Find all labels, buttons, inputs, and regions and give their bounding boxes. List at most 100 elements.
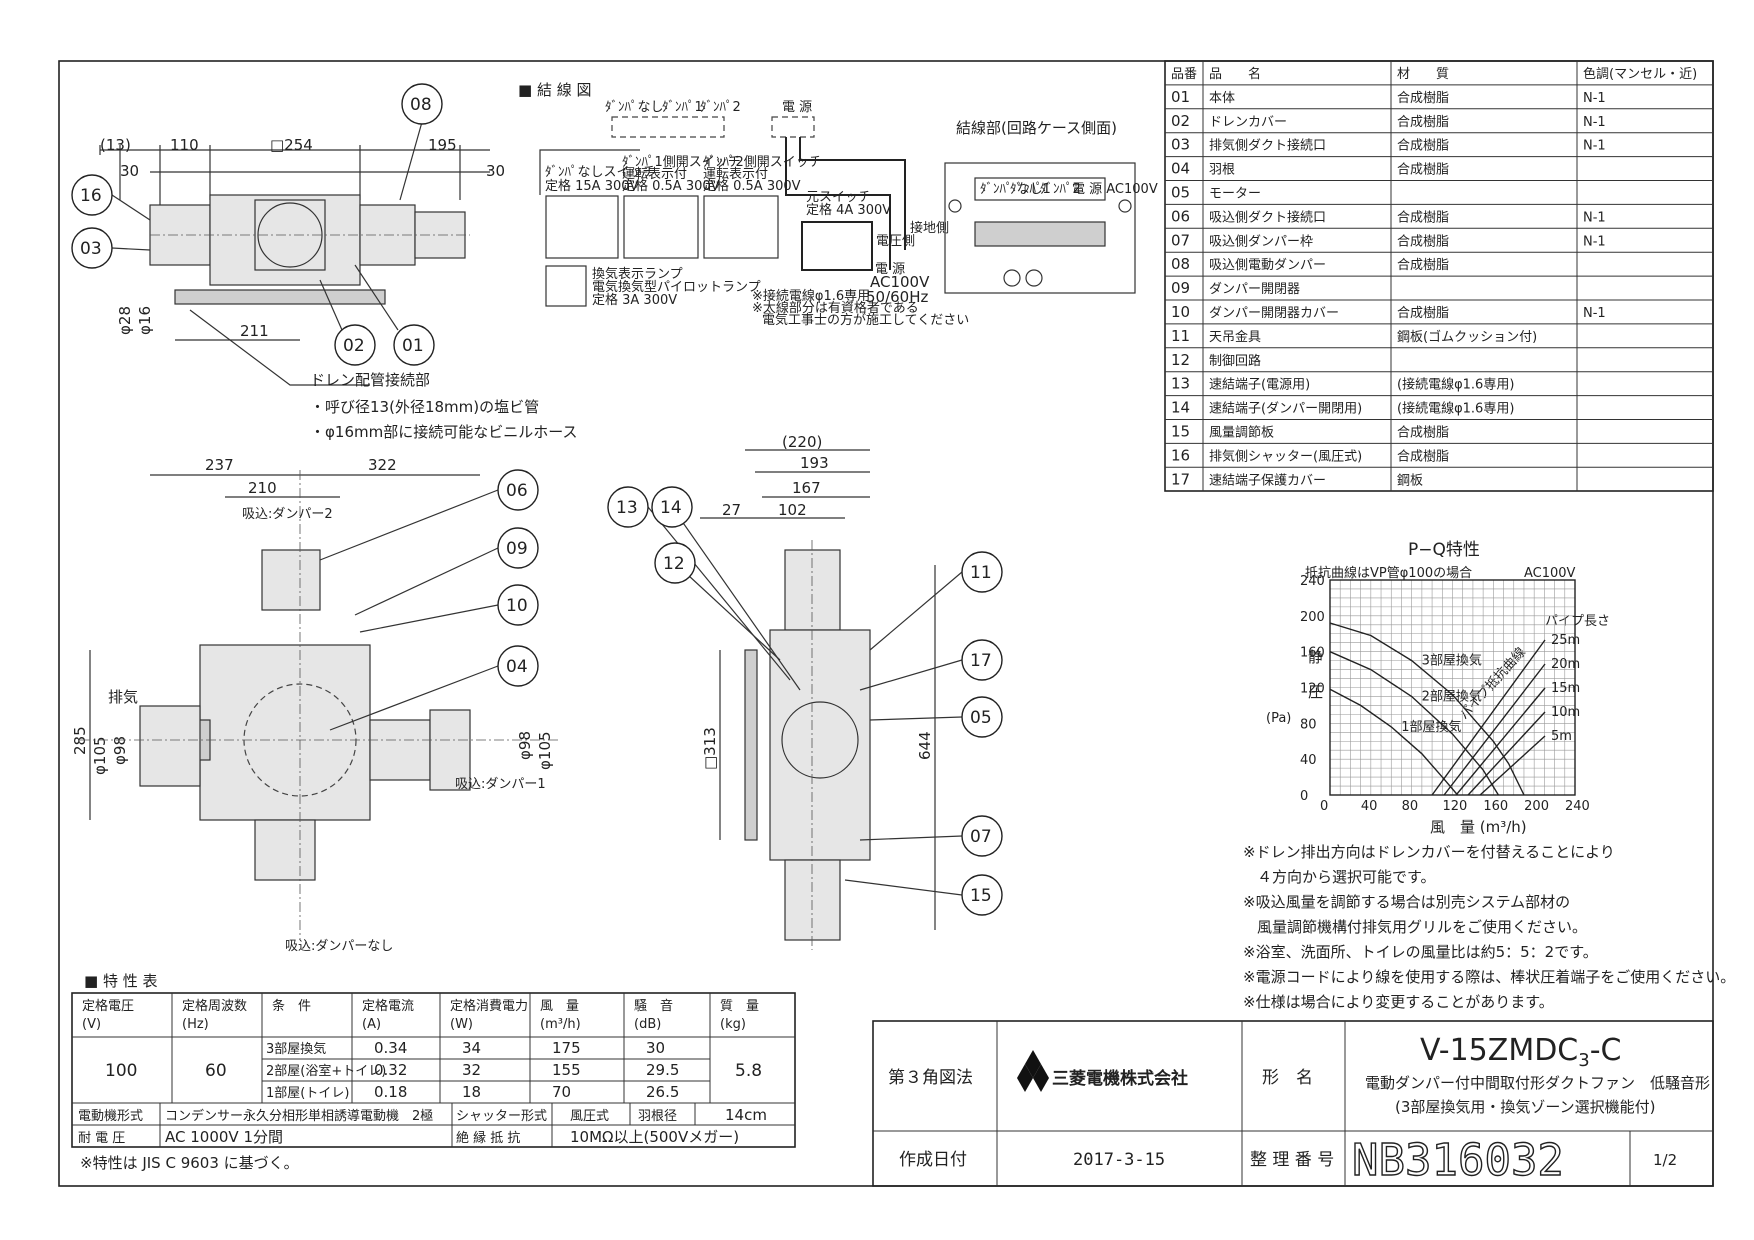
- bubble-02: [334, 324, 376, 366]
- page: 1/2: [1653, 1151, 1677, 1169]
- shutter-label: シャッター形式: [456, 1109, 547, 1124]
- plot-frame: [1329, 579, 1576, 796]
- y-tick-240: 240: [1300, 574, 1325, 589]
- dim-285: 285: [71, 726, 89, 755]
- intake1-label: 吸込:ダンパー1: [455, 777, 546, 792]
- series-line-2: [1329, 688, 1459, 796]
- num-label: 整 理 番 号: [1250, 1150, 1334, 1170]
- lamp-rating: 定格 3A 300V: [592, 292, 677, 308]
- parts-cell-16-2: 鋼板: [1397, 473, 1423, 488]
- parts-cell-3-2: 合成樹脂: [1397, 163, 1449, 178]
- switch2-rating: 定格 0.5A 300V: [622, 178, 720, 194]
- withstand-label: 耐 電 圧: [78, 1131, 125, 1146]
- parts-cell-16-0: 17: [1171, 470, 1190, 488]
- pipe-length-label: パイプ長さ: [1545, 614, 1610, 629]
- parts-cell-6-0: 07: [1171, 231, 1190, 249]
- power-v: AC100V: [870, 273, 930, 291]
- parts-cell-15-2: 合成樹脂: [1397, 449, 1449, 464]
- note-1: ４方向から選択可能です。: [1257, 868, 1436, 886]
- spec-row-1-2: 32: [462, 1061, 481, 1079]
- parts-cell-6-2: 合成樹脂: [1397, 234, 1449, 249]
- switch2-sub: 運転表示付: [622, 167, 687, 182]
- bubble-07-label: 07: [970, 827, 992, 847]
- parts-cell-5-2: 合成樹脂: [1397, 210, 1449, 225]
- terminal-label-d2: ﾀﾞﾝﾊﾟ2: [700, 100, 741, 115]
- parts-cell-5-3: N-1: [1583, 210, 1606, 225]
- switch3-label: ﾀﾞﾝﾊﾟ2側開スイッチ: [703, 155, 822, 170]
- model-sub: 3: [1578, 1050, 1589, 1071]
- bubble-09-label: 09: [506, 539, 528, 559]
- spec-header-3-1: (A): [362, 1017, 381, 1032]
- bubble-14: [651, 486, 693, 528]
- motor-value: コンデンサー永久分相形単相誘導電動機 2極: [165, 1108, 433, 1124]
- series-line-1: [1329, 651, 1499, 796]
- wiring-title: ■ 結 線 図: [518, 81, 591, 99]
- note-2: ※吸込風量を調節する場合は別売システム部材の: [1243, 893, 1570, 911]
- parts-cell-0-2: 合成樹脂: [1397, 91, 1449, 106]
- ylabel-char-1: 静: [1308, 648, 1323, 666]
- dim-313: □313: [701, 727, 719, 770]
- parts-cell-1-0: 02: [1171, 112, 1190, 130]
- parts-cell-10-2: 鋼板(ゴムクッション付): [1397, 329, 1537, 345]
- bubble-08-label: 08: [410, 95, 432, 115]
- spec-table: ■ 特 性 表 定格電圧(V)定格周波数(Hz)条 件定格電流(A)定格消費電力…: [71, 972, 796, 1172]
- motor-label: 電動機形式: [78, 1109, 143, 1124]
- insulation-value: 10MΩ以上(500Vメガー): [570, 1128, 739, 1146]
- y-unit: (Pa): [1266, 711, 1291, 726]
- bubble-06-label: 06: [506, 481, 528, 501]
- dim-220: (220): [782, 433, 822, 451]
- drain-notes: ドレン配管接続部 ・呼び径13(外径18mm)の塩ビ管 ・φ16mm部に接続可能…: [189, 309, 577, 441]
- parts-header-1: 品 名: [1209, 66, 1261, 82]
- parts-cell-6-1: 吸込側ダンパー枠: [1209, 234, 1313, 249]
- bubble-10-label: 10: [506, 596, 528, 616]
- tb-label-d2: ﾀﾞﾝﾊﾟ2: [1040, 182, 1081, 197]
- parts-cell-15-0: 16: [1171, 446, 1190, 464]
- switch1-rating: 定格 15A 300V: [545, 178, 639, 194]
- x-tick-40: 40: [1361, 799, 1378, 814]
- main-switch: [801, 221, 873, 271]
- series-label-1: 2部屋換気: [1422, 688, 1482, 704]
- tb-label-d1: ﾀﾞﾝﾊﾟ1: [1010, 182, 1051, 197]
- parts-cell-9-1: ダンパー開閉器カバー: [1209, 306, 1339, 321]
- spec-header-4-0: 定格消費電力: [450, 998, 528, 1014]
- model-label: 形 名: [1262, 1068, 1313, 1088]
- model-main: V-15ZMDC: [1420, 1033, 1578, 1068]
- spec-freq: 60: [205, 1061, 227, 1081]
- spec-header-0-1: (V): [82, 1017, 101, 1032]
- parts-cell-6-3: N-1: [1583, 234, 1606, 249]
- parts-cell-9-2: 合成樹脂: [1397, 306, 1449, 321]
- x-tick-120: 120: [1443, 799, 1468, 814]
- bubble-13: [607, 486, 649, 528]
- spec-header-7-0: 質 量: [720, 999, 759, 1014]
- y-tick-160: 160: [1300, 646, 1325, 661]
- pipe-curve-1: [1443, 663, 1546, 796]
- note-0: ※ドレン排出方向はドレンカバーを付替えることにより: [1243, 843, 1615, 861]
- switch1-label: ﾀﾞﾝﾊﾟなしスイッチ: [545, 165, 656, 180]
- bubble-04: [497, 645, 539, 687]
- bubble-01-label: 01: [402, 336, 424, 356]
- dim-30-right: 30: [486, 162, 505, 180]
- dim-phi16: φ16: [136, 306, 154, 335]
- front-view: (13) 110 □254 195 30 30 φ28 φ16 211: [99, 136, 505, 341]
- intake0-label: 吸込:ダンパーなし: [285, 939, 393, 954]
- parts-cell-5-1: 吸込側ダクト接続口: [1209, 209, 1326, 225]
- dim-phi98-left: φ98: [111, 736, 129, 765]
- model: V-15ZMDC3-C: [1420, 1033, 1621, 1071]
- terminal-label-power: 電 源: [782, 100, 812, 115]
- bubble-03: [71, 227, 113, 269]
- wiring-note1: ※接続電線φ1.6専用: [752, 288, 870, 304]
- bubble-17: [961, 639, 1003, 681]
- parts-cell-16-1: 速結端子保護カバー: [1209, 472, 1326, 488]
- parts-cell-0-0: 01: [1171, 88, 1190, 106]
- spec-header-6-1: (dB): [634, 1017, 661, 1032]
- bubble-01: [393, 324, 435, 366]
- bubble-03-label: 03: [80, 239, 102, 259]
- y-tick-80: 80: [1300, 717, 1317, 732]
- spec-voltage: 100: [105, 1061, 137, 1081]
- parts-header-2: 材 質: [1397, 67, 1449, 82]
- parts-cell-2-3: N-1: [1583, 139, 1606, 154]
- parts-header-3: 色調(マンセル・近): [1583, 66, 1697, 82]
- switch3-rating: 定格 0.5A 300V: [703, 178, 801, 194]
- parts-cell-0-1: 本体: [1209, 91, 1235, 106]
